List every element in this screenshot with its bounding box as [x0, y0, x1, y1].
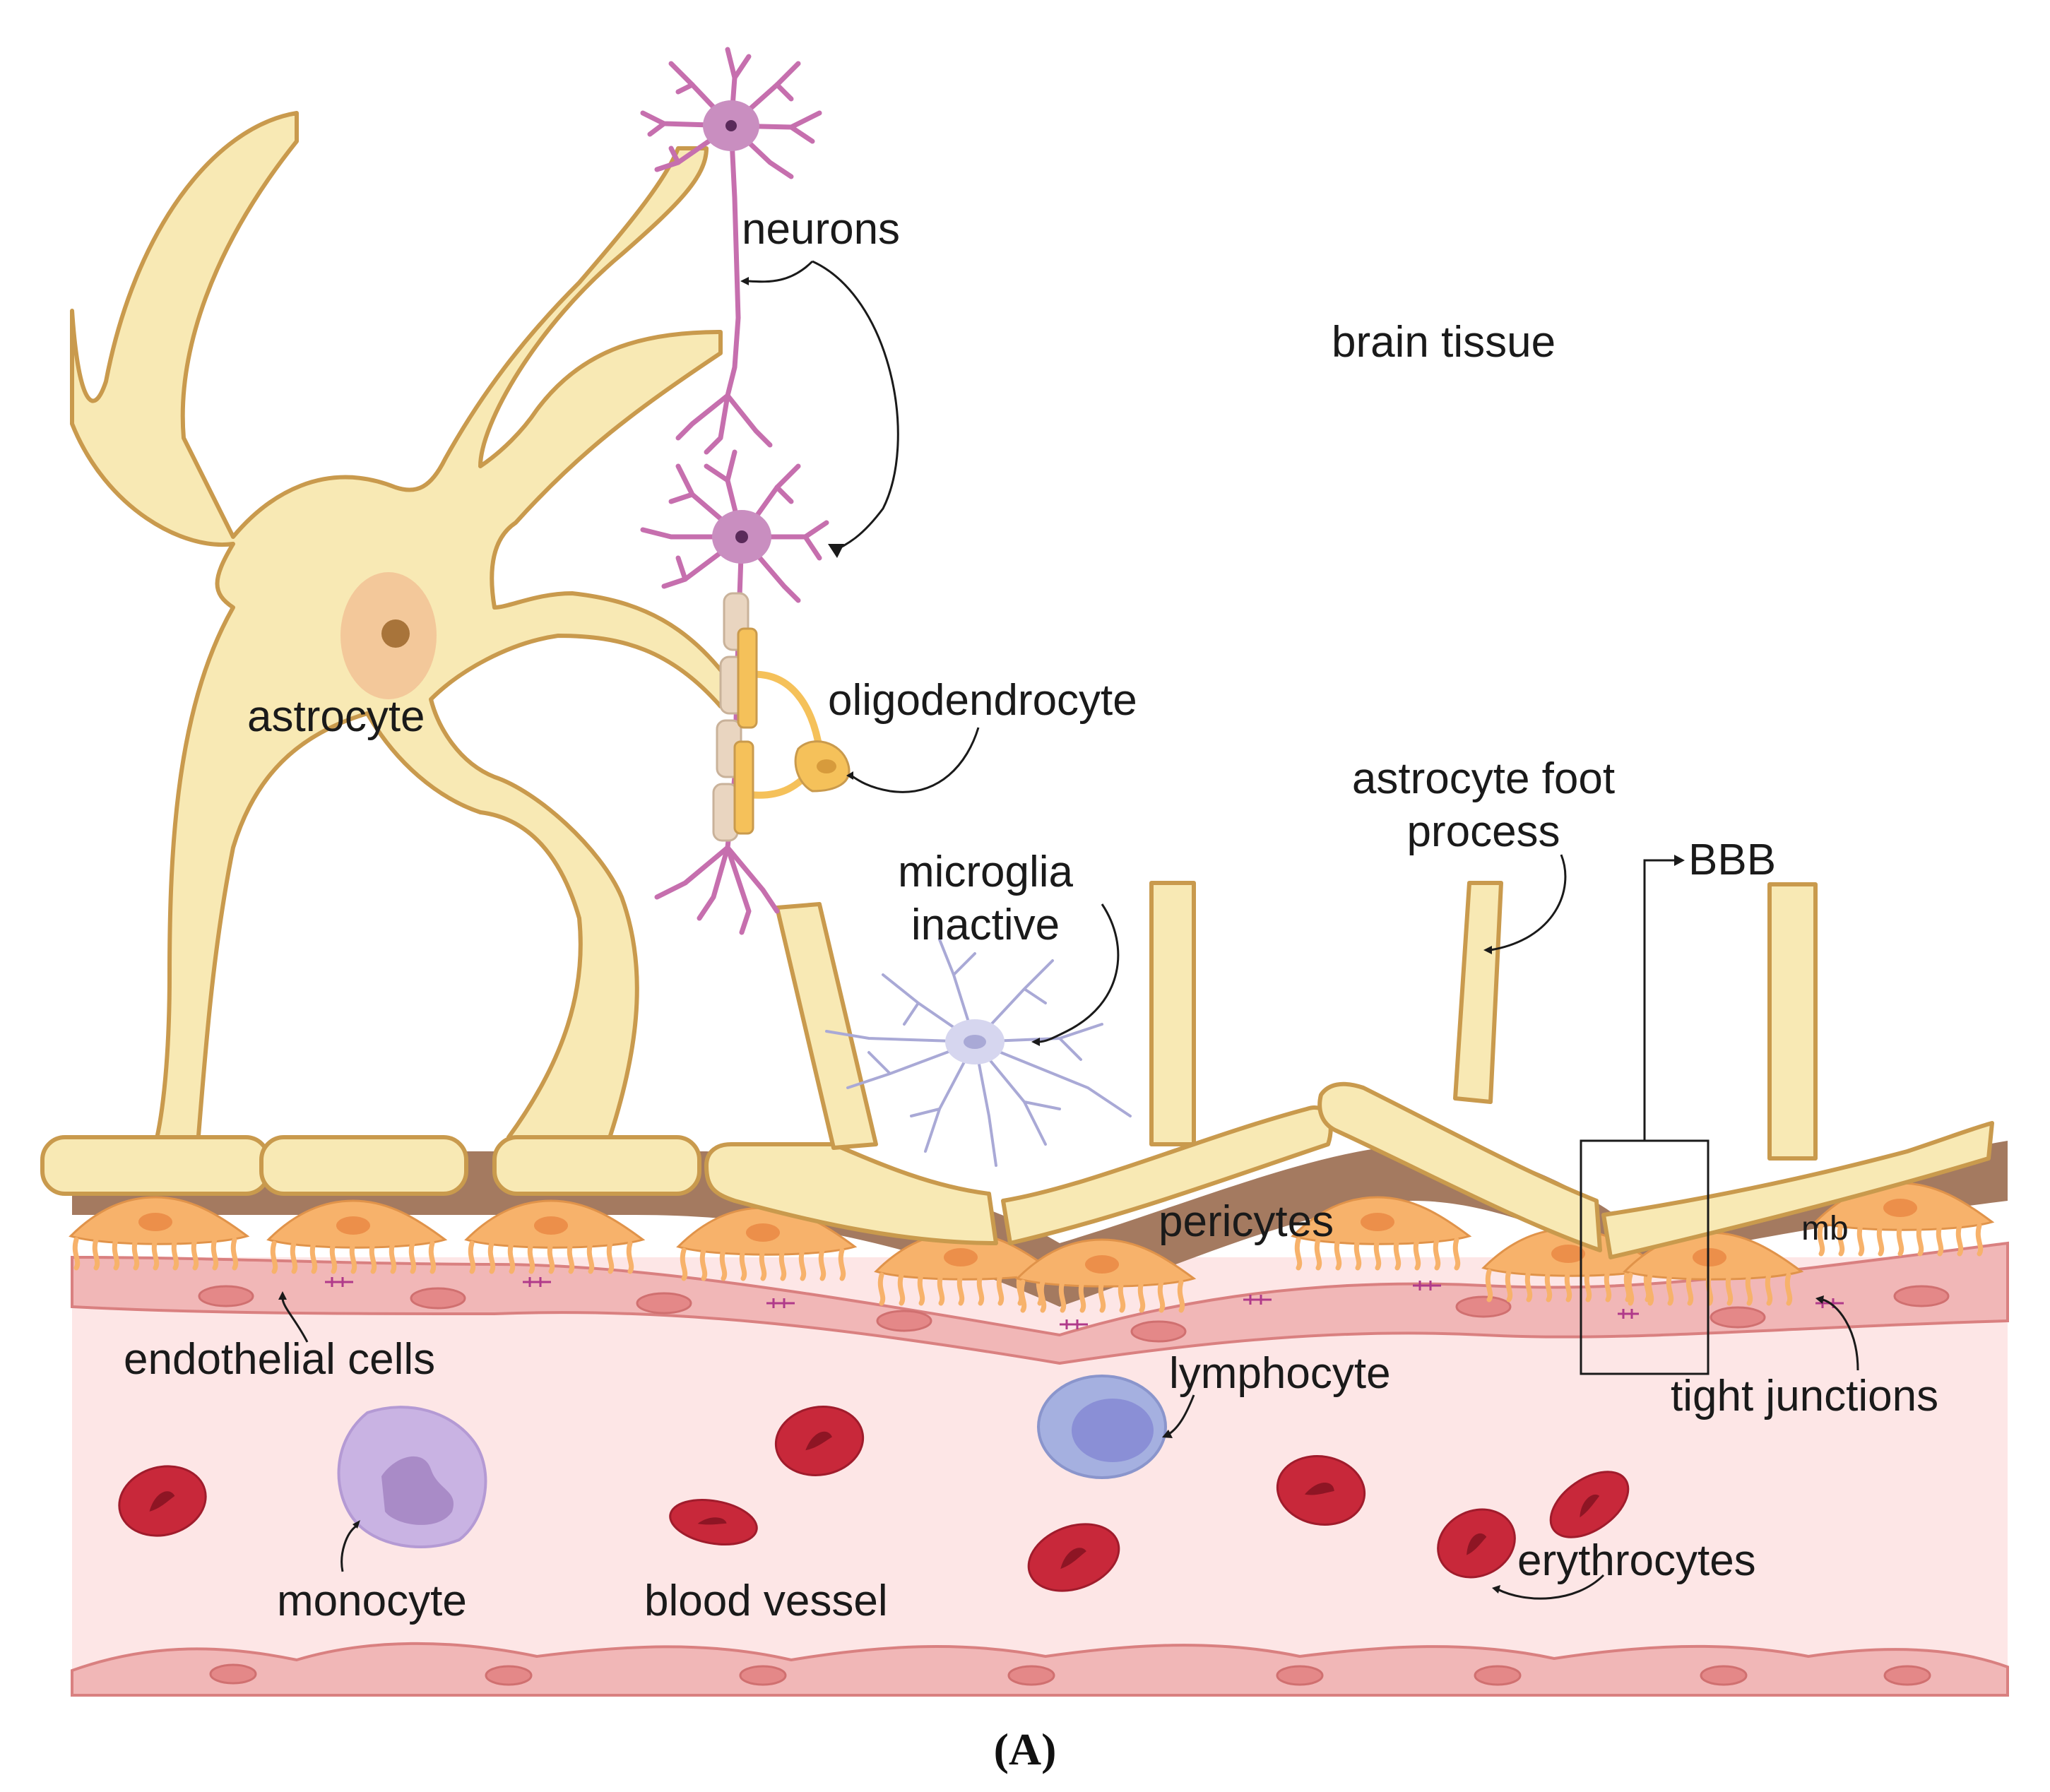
neuron-upper: [640, 47, 822, 455]
microglia: [825, 938, 1132, 1167]
endothelial-nuclei: [198, 1285, 1950, 1343]
label-pericytes: pericytes: [1159, 1197, 1334, 1246]
endfoot: [1601, 1121, 1994, 1259]
erythrocyte: [669, 1499, 758, 1545]
lower-endothelial-nuclei: [209, 1663, 1931, 1686]
label-mb: mb: [1801, 1210, 1849, 1247]
erythrocyte: [1549, 1471, 1630, 1538]
erythrocyte: [1276, 1455, 1366, 1526]
label-oligodendrocyte: oligodendrocyte: [828, 676, 1137, 725]
erythrocyte: [118, 1465, 207, 1537]
pericyte: [1291, 1196, 1472, 1271]
label-lymphocyte: lymphocyte: [1169, 1349, 1391, 1398]
endfoot: [704, 1142, 998, 1245]
labels: neurons brain tissue astrocyte oligodend…: [124, 205, 1938, 1774]
endfoot: [259, 1135, 468, 1196]
label-astrocyte-foot-process: process: [1406, 807, 1560, 856]
endothelial-layer: [71, 1241, 2009, 1365]
label-erythrocytes: erythrocytes: [1517, 1536, 1756, 1585]
astrocyte: [70, 111, 744, 1146]
label-brain-tissue: brain tissue: [1332, 318, 1556, 367]
pericyte: [69, 1196, 250, 1271]
label-microglia: microglia: [898, 848, 1074, 896]
erythrocyte: [774, 1406, 865, 1476]
label-monocyte: monocyte: [277, 1577, 467, 1625]
foot-process: [1453, 881, 1503, 1104]
astrocyte-nucleolus: [381, 619, 410, 648]
label-endothelial-cells: endothelial cells: [124, 1335, 435, 1384]
endfoot: [492, 1135, 701, 1196]
pericyte: [266, 1199, 448, 1274]
lymphocyte: [1037, 1375, 1167, 1479]
erythrocytes: [118, 1406, 1630, 1592]
label-arrows: [278, 260, 1859, 1600]
pericyte: [464, 1199, 646, 1274]
label-microglia-inactive: inactive: [911, 901, 1060, 949]
foot-process: [775, 902, 878, 1150]
foot-process: [1149, 881, 1196, 1146]
figure-caption: (A): [994, 1724, 1057, 1774]
endfoot: [1317, 1081, 1602, 1252]
oligodendrocyte: [733, 627, 851, 835]
label-blood-vessel: blood vessel: [644, 1577, 888, 1625]
label-astrocyte: astrocyte: [247, 692, 425, 741]
erythrocyte: [1437, 1508, 1516, 1579]
bbb-indicator: [1580, 855, 1710, 1375]
endfoot: [40, 1135, 271, 1196]
monocyte: [337, 1406, 487, 1548]
foot-process: [1767, 882, 1818, 1161]
astrocyte-endfeet: [40, 881, 1994, 1259]
label-neurons: neurons: [742, 205, 900, 254]
label-tight-junctions: tight junctions: [1671, 1372, 1938, 1420]
label-astrocyte-foot: astrocyte foot: [1352, 754, 1615, 803]
erythrocyte: [1027, 1523, 1120, 1592]
label-bbb: BBB: [1688, 836, 1776, 884]
pericyte: [1015, 1238, 1197, 1313]
